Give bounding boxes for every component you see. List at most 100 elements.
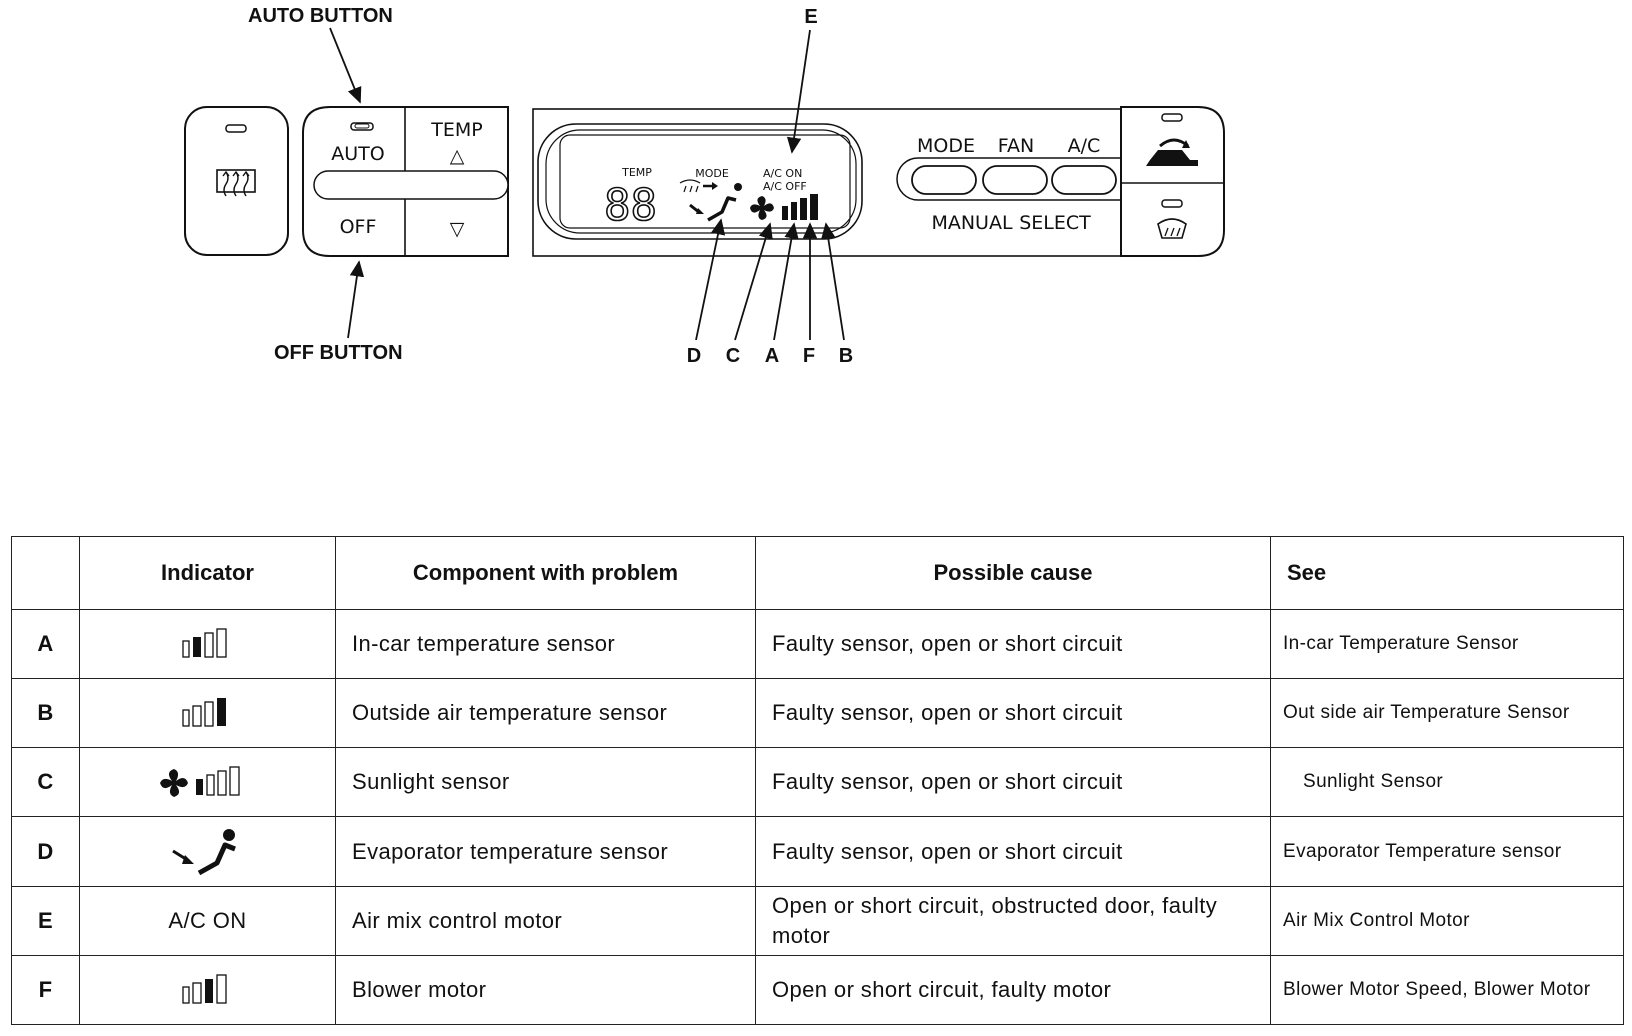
lcd-ac-off: A/C OFF (763, 180, 807, 193)
indicator-cell (79, 816, 336, 887)
component-cell: Sunlight sensor (335, 747, 756, 818)
callout-c: C (726, 345, 740, 367)
table-row: F Blower motor Open or short circuit, fa… (11, 954, 1624, 1026)
header-component: Component with problem (335, 536, 756, 610)
table-row: C Sunlight sensor Faulty sensor, open or… (11, 747, 1624, 818)
fan-label: FAN (998, 135, 1034, 157)
auto-lamp-inner (354, 123, 370, 129)
d-leader (695, 218, 726, 341)
indicator-cell (79, 608, 336, 680)
table-row: A In-car temperature sensor Faulty senso… (11, 608, 1624, 680)
recirculation-icon[interactable] (1146, 138, 1198, 166)
lcd-defrost-icon (679, 179, 701, 193)
leader-lines (329, 27, 845, 341)
temp-label: TEMP (430, 119, 482, 141)
lcd-mode-person-icon (689, 182, 742, 222)
divider-bar (313, 170, 509, 200)
display-unit: TEMP 88 MODE A/C ON A/C OFF MODE FAN (532, 108, 1212, 257)
c-leader (734, 222, 773, 341)
cause-cell: Open or short circuit, faulty motor (755, 954, 1271, 1026)
lcd-fan-icon (750, 196, 774, 220)
lcd-ac-on: A/C ON (763, 167, 802, 180)
bar-3-of-4-icon (181, 974, 227, 1004)
header-indicator: Indicator (79, 536, 336, 610)
table-header-row: Indicator Component with problem Possibl… (11, 536, 1624, 610)
row-letter: D (11, 816, 80, 887)
off-button[interactable]: OFF (340, 216, 377, 238)
rear-defroster-unit (184, 106, 289, 256)
front-defrost-icon[interactable] (1157, 218, 1187, 239)
header-see: See (1270, 536, 1624, 610)
component-cell: Outside air temperature sensor (335, 678, 756, 749)
auto-indicator-lamp (350, 122, 374, 131)
row-letter: C (11, 747, 80, 818)
table-row: B Outside air temperature sensor Faulty … (11, 678, 1624, 749)
bar-2-of-4-icon (181, 628, 227, 658)
a-leader (773, 222, 799, 341)
table-row: E A/C ON Air mix control motor Open or s… (11, 885, 1624, 956)
component-cell: In-car temperature sensor (335, 608, 756, 680)
manual-label: MANUAL (931, 212, 1013, 234)
lcd-mode-label: MODE (695, 167, 729, 180)
bar-4-of-4-icon (181, 698, 226, 727)
seated-person-airflow-icon (171, 828, 236, 875)
row-letter: F (11, 954, 80, 1026)
see-link[interactable]: Sunlight Sensor (1270, 747, 1624, 818)
ac-label: A/C (1068, 135, 1101, 157)
callout-f: F (803, 345, 815, 367)
b-leader (821, 222, 845, 341)
lcd-temp-digits: 88 (604, 180, 657, 231)
cause-cell: Faulty sensor, open or short circuit (755, 816, 1271, 887)
fan-bar-icon (159, 766, 240, 798)
row-letter: A (11, 608, 80, 680)
indicator-text: A/C ON (79, 885, 336, 956)
see-link[interactable]: In-car Temperature Sensor (1270, 608, 1624, 680)
cause-cell: Open or short circuit, obstructed door, … (755, 885, 1271, 956)
header-cause: Possible cause (755, 536, 1271, 610)
diagnostic-table: Indicator Component with problem Possibl… (11, 536, 1624, 1026)
cause-cell: Faulty sensor, open or short circuit (755, 747, 1271, 818)
indicator-cell (79, 747, 336, 818)
e-leader (786, 29, 811, 154)
cause-cell: Faulty sensor, open or short circuit (755, 608, 1271, 680)
component-cell: Blower motor (335, 954, 756, 1026)
recirc-defrost-unit (1120, 106, 1225, 257)
temp-down-button[interactable]: ▽ (450, 218, 465, 240)
auto-leader (329, 27, 362, 104)
header-letter (11, 536, 80, 610)
recirc-indicator-lamp (1161, 113, 1183, 122)
cause-cell: Faulty sensor, open or short circuit (755, 678, 1271, 749)
callout-d: D (687, 345, 701, 367)
callout-a: A (765, 345, 779, 367)
see-link[interactable]: Out side air Temperature Sensor (1270, 678, 1624, 749)
mode-label: MODE (917, 135, 975, 157)
temp-up-button[interactable]: △ (450, 145, 465, 167)
off-button-callout: OFF BUTTON (274, 342, 403, 364)
auto-temp-unit: AUTO OFF TEMP △ ▽ (302, 106, 509, 257)
auto-button-callout: AUTO BUTTON (248, 5, 393, 27)
lcd-bar-graph (782, 194, 818, 220)
lcd-temp-label: TEMP (621, 166, 652, 179)
indicator-cell (79, 678, 336, 749)
row-letter: E (11, 885, 80, 956)
auto-button[interactable]: AUTO (331, 143, 384, 165)
rear-defrost-icon[interactable] (216, 169, 256, 197)
select-label: SELECT (1019, 212, 1091, 234)
component-cell: Evaporator temperature sensor (335, 816, 756, 887)
off-leader (347, 260, 365, 339)
table-row: D Evaporator temperature sensor Faulty s… (11, 816, 1624, 887)
callout-e: E (804, 6, 817, 28)
mode-button[interactable] (911, 165, 977, 195)
see-link[interactable]: Blower Motor Speed, Blower Motor (1270, 954, 1624, 1026)
indicator-cell (79, 954, 336, 1026)
row-letter: B (11, 678, 80, 749)
control-panel-diagram: AUTO OFF TEMP △ ▽ TEMP 88 MODE A/C ON A/… (184, 5, 1225, 367)
see-link[interactable]: Air Mix Control Motor (1270, 885, 1624, 956)
fan-button[interactable] (982, 165, 1048, 195)
component-cell: Air mix control motor (335, 885, 756, 956)
ac-button[interactable] (1051, 165, 1117, 195)
defrost-indicator-lamp (1161, 199, 1183, 208)
callout-b: B (839, 345, 853, 367)
indicator-lamp (225, 124, 247, 133)
see-link[interactable]: Evaporator Temperature sensor (1270, 816, 1624, 887)
